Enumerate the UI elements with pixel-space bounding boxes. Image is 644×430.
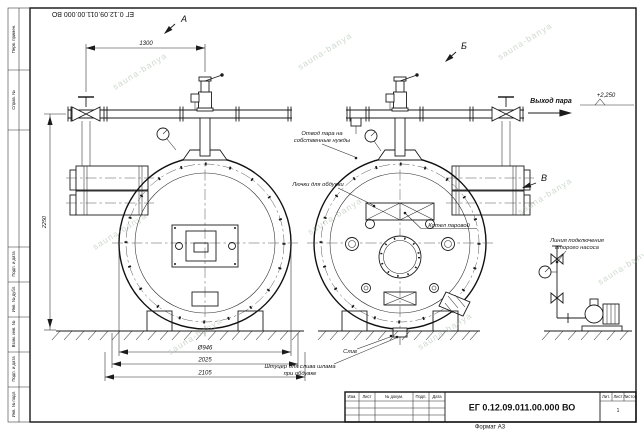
dim-1300: 1300 [139,41,153,47]
dimensions: 1300 2250 Ø946 2025 2105 [42,41,306,381]
watermark-text: sauna-banya [111,50,169,92]
sludge-label: при обдувке [284,371,318,377]
feed-pump-assembly [538,245,632,341]
level-mark-label: +2,250 [597,93,616,99]
watermark-text: sauna-banya [166,315,224,357]
drawing-frame: Перв. примен. Справ. № Подп. и дата Инв.… [7,7,637,423]
margin-label: Взам. инв. № [11,320,16,347]
margin-label: Перв. примен. [11,25,16,54]
tb-sheets-label: Листов [623,394,637,399]
doc-number-top: ЕГ 0.12.09.011.00.000 ВО [51,10,134,17]
watermark-text: sauna-banya [91,210,149,252]
boiler-front-view [51,72,304,341]
pump-line-label: Линия подключения [549,238,604,244]
steam-out-label: Выход пара [530,97,572,105]
boiler-rear-view [307,72,534,345]
margin-label: Подп. и дата [11,356,16,382]
hatches-label: Лючки для обдувки [291,182,344,188]
dim-d946: Ø946 [197,346,213,352]
format-label: Формат А3 [475,425,506,430]
tb-lit-label: Лит. [602,394,610,399]
tb-doc-number: ЕГ 0.12.09.011.00.000 ВО [469,403,575,413]
own-needs-label: собственные нужды [294,138,351,144]
margin-label: Справ. № [11,90,16,110]
watermarks: sauna-banya sauna-banya sauna-banya saun… [91,20,644,357]
tb-sheet-label: Лист [613,394,622,399]
dim-2105: 2105 [197,371,212,377]
margin-label: Инв. № дубл. [11,286,16,313]
tb-col-list: Лист [362,394,371,399]
own-needs-label: Отвод пара на [301,131,343,137]
annotations: А Б В Выход пара +2,250 Отвод пара на со… [162,14,634,377]
watermark-text: sauna-banya [306,195,364,237]
dim-2025: 2025 [197,358,212,364]
drain-label: Слив [343,349,357,355]
pump-line-label: второго насоса [555,245,599,251]
margin-label: Инв. № подл. [11,391,16,418]
tb-col-podp: Подп. [415,394,426,399]
view-label-v: В [541,173,547,183]
watermark-text: sauna-banya [496,20,554,62]
title-block: Изм. Лист № докум. Подп. Дата ЕГ 0.12.09… [344,391,638,430]
tb-col-dok: № докум. [385,394,403,399]
dim-2250: 2250 [42,215,48,229]
tb-sheet-number: 1 [617,408,620,414]
view-label-b: Б [461,41,467,51]
view-label-a: А [180,14,187,24]
tb-col-data: Дата [432,394,442,399]
watermark-text: sauna-banya [296,30,354,72]
tb-col-izm: Изм. [348,394,357,399]
watermark-text: sauna-banya [596,245,644,287]
boiler-label: Котел паровой [428,222,470,229]
margin-label: Подп. и дата [11,251,16,277]
sludge-label: Штуцер для слива шлама [264,364,336,370]
